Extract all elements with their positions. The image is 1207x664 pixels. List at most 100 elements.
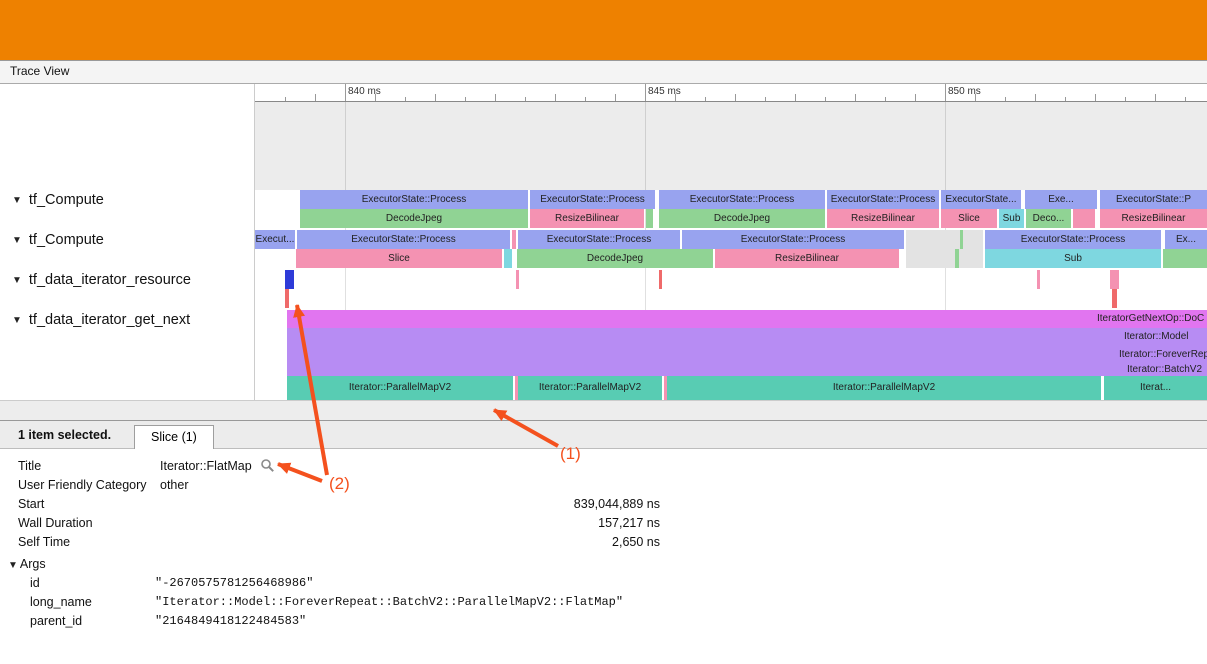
trace-slice[interactable]: Deco... [1026, 209, 1071, 228]
disclosure-triangle-icon: ▼ [12, 275, 22, 286]
trace-slice[interactable] [516, 270, 519, 289]
trace-slice[interactable]: Sub [985, 249, 1161, 268]
trace-slice[interactable]: Execut... [255, 230, 295, 249]
trace-row: Iterator::BatchV2 [255, 364, 1207, 376]
trace-slice[interactable]: ResizeBilinear [1100, 209, 1207, 228]
trace-slice[interactable] [285, 289, 289, 308]
trace-slice[interactable]: ResizeBilinear [715, 249, 899, 268]
trace-slice[interactable] [287, 310, 1207, 328]
ruler-tick [435, 94, 436, 101]
trace-slice[interactable]: ResizeBilinear [530, 209, 644, 228]
trace-slice[interactable]: Sub [999, 209, 1024, 228]
trace-slice[interactable] [960, 230, 963, 249]
trace-slice[interactable]: Iterat... [1104, 376, 1207, 400]
ruler-major-tick [945, 84, 946, 101]
timeline-section: 840 ms 845 ms 850 ms ExecutorState::Proces… [0, 84, 1207, 420]
arg-value: "Iterator::Model::ForeverRepeat::BatchV2… [155, 595, 624, 609]
ruler-tick [465, 97, 466, 101]
trace-slice[interactable]: ExecutorState::Process [827, 190, 939, 209]
trace-slice[interactable] [287, 364, 1207, 376]
ruler-tick [795, 94, 796, 101]
ruler-tick [285, 97, 286, 101]
ruler-time-label: 845 ms [648, 86, 681, 97]
property-label: Self Time [18, 535, 71, 549]
trace-slice[interactable] [1037, 270, 1040, 289]
property-label: Start [18, 497, 45, 511]
trace-slice[interactable]: ExecutorState::Process [518, 230, 680, 249]
trace-slice[interactable] [664, 376, 667, 400]
ruler-time-label: 840 ms [348, 86, 381, 97]
trace-slice[interactable]: Slice [941, 209, 997, 228]
arg-label: long_name [30, 595, 92, 609]
trace-slice[interactable]: Iterator::ParallelMapV2 [287, 376, 513, 400]
ruler-time-label: 850 ms [948, 86, 981, 97]
trace-slice[interactable]: Iterator::ParallelMapV2 [667, 376, 1101, 400]
timeline-bottom-strip [0, 400, 1207, 420]
magnifier-icon[interactable] [260, 458, 275, 473]
trace-slice[interactable]: ExecutorState::Process [659, 190, 825, 209]
ruler-tick [1125, 97, 1126, 101]
track-name: tf_Compute [28, 232, 104, 248]
trace-slice[interactable]: ExecutorState::Process [985, 230, 1161, 249]
trace-slice[interactable]: Iterator::ParallelMapV2 [518, 376, 662, 400]
timeline-ruler[interactable]: 840 ms 845 ms 850 ms [255, 84, 1207, 102]
ruler-tick [735, 94, 736, 101]
track-label-tf_data_iterator_resource[interactable]: ▼tf_data_iterator_resource [12, 270, 191, 290]
trace-slice[interactable]: DecodeJpeg [659, 209, 825, 228]
trace-slice[interactable]: ExecutorState::P [1100, 190, 1207, 209]
trace-slice[interactable]: ExecutorState... [941, 190, 1021, 209]
trace-slice[interactable]: Slice [296, 249, 502, 268]
track-label-tf_Compute[interactable]: ▼tf_Compute [12, 190, 104, 210]
trace-slice[interactable] [1073, 209, 1095, 228]
property-label: User Friendly Category [18, 478, 147, 492]
trace-slice[interactable]: ExecutorState::Process [682, 230, 904, 249]
args-section-header[interactable]: ▼Args [8, 555, 46, 574]
trace-slice[interactable]: ExecutorState::Process [297, 230, 510, 249]
trace-row [255, 270, 1207, 289]
trace-slice[interactable] [515, 376, 518, 400]
trace-slice[interactable] [504, 249, 512, 268]
track-label-tf_data_iterator_get_next[interactable]: ▼tf_data_iterator_get_next [12, 310, 190, 330]
trace-slice[interactable] [512, 230, 516, 249]
trace-slice[interactable]: DecodeJpeg [300, 209, 528, 228]
ruler-tick [555, 94, 556, 101]
disclosure-triangle-icon: ▼ [12, 315, 22, 326]
trace-slice[interactable] [906, 230, 983, 249]
trace-slice[interactable] [1112, 289, 1117, 308]
trace-slice[interactable]: Exe... [1025, 190, 1097, 209]
tab-slice[interactable]: Slice (1) [134, 425, 214, 449]
trace-slice[interactable] [1163, 249, 1207, 268]
trace-slice[interactable] [285, 270, 294, 289]
property-value-text: other [160, 478, 189, 492]
top-orange-header [0, 0, 1207, 60]
ruler-tick [1185, 97, 1186, 101]
ruler-tick [585, 97, 586, 101]
trace-slice[interactable]: ExecutorState::Process [530, 190, 655, 209]
analysis-header: 1 item selected. Slice (1) [0, 421, 1207, 449]
trace-row: Iterator::Model [255, 328, 1207, 346]
arg-row: id"-2670575781256468986" [0, 574, 1207, 593]
track-label-tf_Compute[interactable]: ▼tf_Compute [12, 230, 104, 250]
trace-slice[interactable]: ResizeBilinear [827, 209, 939, 228]
trace-slice[interactable] [287, 328, 1207, 346]
property-row: User Friendly Category other [0, 476, 1207, 495]
trace-slice[interactable] [659, 270, 662, 289]
trace-slice[interactable]: DecodeJpeg [517, 249, 713, 268]
trace-slice[interactable] [906, 249, 983, 268]
property-value: Iterator::FlatMap [160, 457, 275, 476]
trace-slice[interactable] [646, 209, 653, 228]
trace-slice[interactable] [955, 249, 959, 268]
property-value-text: Iterator::FlatMap [160, 459, 252, 473]
trace-slice[interactable] [1110, 270, 1119, 289]
trace-slice[interactable]: ExecutorState::Process [300, 190, 528, 209]
trace-slice[interactable] [287, 346, 1207, 364]
trace-slice[interactable]: Ex... [1165, 230, 1207, 249]
trace-view-title-bar: Trace View [0, 60, 1207, 84]
ruler-tick [705, 97, 706, 101]
